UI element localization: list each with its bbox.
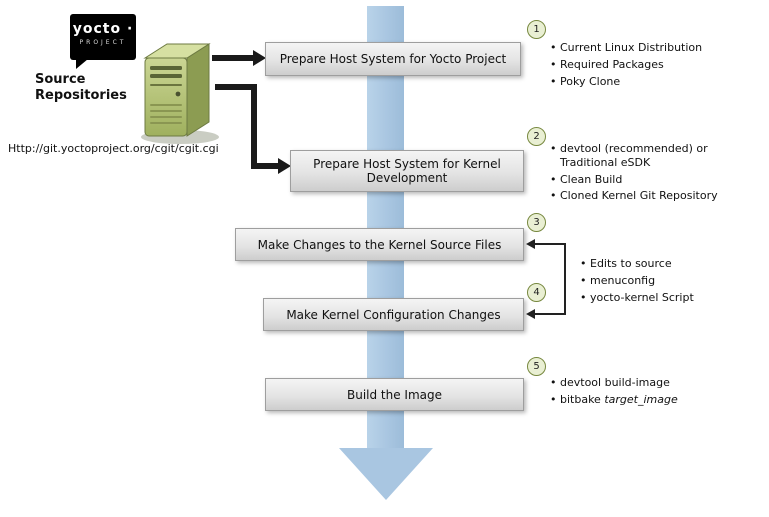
steps3-4-shared-bullet-list: Edits to source menuconfig yocto-kernel … xyxy=(578,257,738,307)
step-3-label: Make Changes to the Kernel Source Files xyxy=(257,237,502,252)
flow-arrow-head xyxy=(339,448,433,500)
step-1-number: 1 xyxy=(533,24,540,35)
step-5-number: 5 xyxy=(533,361,540,372)
arrow-server-to-step2-seg1 xyxy=(215,84,257,90)
step-circle-1: 1 xyxy=(527,20,546,39)
yocto-logo-brand: yocto · xyxy=(72,21,134,37)
bullet-item: Poky Clone xyxy=(548,75,758,89)
step-box-2: Prepare Host System for Kernel Developme… xyxy=(290,150,524,192)
bullet-text: bitbake xyxy=(560,392,605,406)
step-4-number: 4 xyxy=(533,287,540,298)
step5-bullet-list: devtool build-image bitbake target_image xyxy=(548,376,748,410)
bullet-item: Clean Build xyxy=(548,173,748,187)
step-box-5: Build the Image xyxy=(265,378,524,411)
bullet-item: devtool build-image xyxy=(548,376,748,390)
yocto-logo: yocto · PROJECT xyxy=(70,14,136,60)
flow-arrow-shaft xyxy=(367,6,404,448)
step-1-label: Prepare Host System for Yocto Project xyxy=(279,52,507,66)
source-repositories-label: Source Repositories xyxy=(35,72,127,104)
arrow-into-step4-head xyxy=(526,309,535,319)
step-box-3: Make Changes to the Kernel Source Files xyxy=(235,228,524,261)
bullet-item: bitbake target_image xyxy=(548,393,748,407)
step-box-1: Prepare Host System for Yocto Project xyxy=(265,42,521,76)
step2-bullet-list: devtool (recommended) or Traditional eSD… xyxy=(548,142,748,206)
bullet-item: Current Linux Distribution xyxy=(548,41,758,55)
step-3-number: 3 xyxy=(533,217,540,228)
arrow-into-step3-head xyxy=(526,239,535,249)
arrow-into-step3-line xyxy=(535,243,566,245)
arrow-server-to-step2-head xyxy=(278,158,291,174)
bullet-item: Cloned Kernel Git Repository xyxy=(548,189,748,203)
bullet-item: devtool (recommended) or Traditional eSD… xyxy=(548,142,748,170)
step-4-label: Make Kernel Configuration Changes xyxy=(286,307,501,322)
bullet-item: Required Packages xyxy=(548,58,758,72)
arrow-into-step4-line xyxy=(535,313,566,315)
step-box-4: Make Kernel Configuration Changes xyxy=(263,298,524,331)
step-circle-5: 5 xyxy=(527,357,546,376)
bullet-item: menuconfig xyxy=(578,274,738,288)
repo-url: Http://git.yoctoproject.org/cgit/cgit.cg… xyxy=(8,142,219,155)
step-circle-4: 4 xyxy=(527,283,546,302)
arrow-server-to-step2-seg2 xyxy=(251,84,257,169)
bracket-vertical-line xyxy=(564,243,566,315)
step-circle-2: 2 xyxy=(527,127,546,146)
step-5-label: Build the Image xyxy=(346,387,443,402)
step-2-label: Prepare Host System for Kernel Developme… xyxy=(313,157,501,185)
arrow-server-to-step2-seg3 xyxy=(251,163,281,169)
step-circle-3: 3 xyxy=(527,213,546,232)
yocto-logo-tail xyxy=(76,59,88,69)
step-2-number: 2 xyxy=(533,131,540,142)
arrow-server-to-step1-line xyxy=(212,55,254,61)
arrow-server-to-step1-head xyxy=(253,50,266,66)
bullet-item: Edits to source xyxy=(578,257,738,271)
step1-bullet-list: Current Linux Distribution Required Pack… xyxy=(548,41,758,91)
server-icon xyxy=(141,43,219,144)
bullet-text-italic: target_image xyxy=(604,392,678,406)
bullet-item: yocto-kernel Script xyxy=(578,291,738,305)
yocto-logo-project: PROJECT xyxy=(79,39,127,46)
